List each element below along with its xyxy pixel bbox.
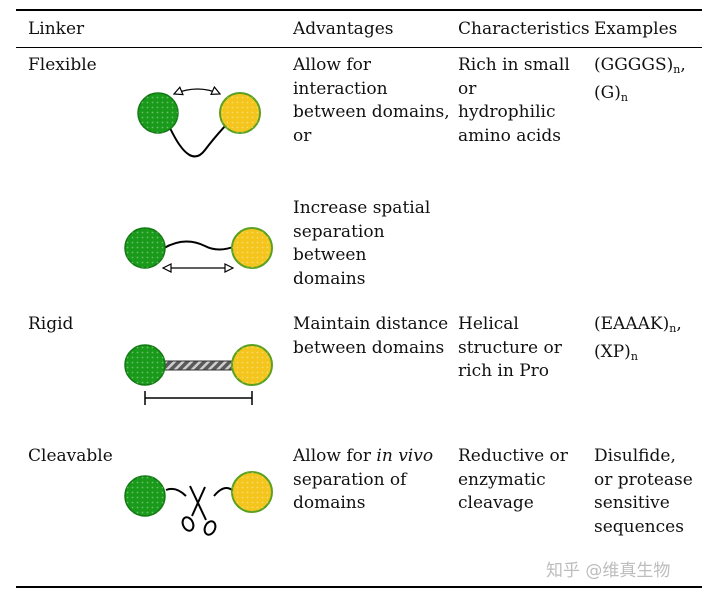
row-flexible-advantages: Allow for interaction between domains, o… [293, 55, 450, 146]
header-advantages: Advantages [293, 19, 394, 39]
watermark: 知乎 @维真生物 [546, 561, 671, 581]
row-rigid-linker: Rigid [28, 314, 74, 334]
header-linker: Linker [28, 19, 85, 39]
table-header-rule [16, 47, 702, 48]
row-cleavable-examples: Disulfide, or protease sensitive sequenc… [594, 446, 693, 537]
row-flexible2-advantages: Increase spatial separation between doma… [293, 198, 431, 289]
row-cleavable-advantages: Allow for in vivo separation of domains [293, 446, 434, 513]
flexible-separation-diagram [124, 227, 273, 268]
rigid-diagram [124, 344, 273, 405]
table-bottom-rule [16, 586, 702, 588]
row-rigid-advantages: Maintain distance between domains [293, 314, 449, 358]
table-top-rule [16, 9, 702, 11]
scissors-icon [181, 485, 217, 536]
row-flexible-examples: (GGGGS)n, (G)n [594, 55, 686, 104]
row-cleavable-characteristics: Reductive or enzymatic cleavage [458, 446, 568, 513]
row-flexible-linker: Flexible [28, 55, 97, 75]
header-examples: Examples [594, 19, 678, 39]
flexible-interaction-diagram [137, 89, 261, 158]
row-flexible-characteristics: Rich in small or hydrophilic amino acids [458, 55, 570, 146]
cleavable-diagram [124, 471, 273, 536]
header-characteristics: Characteristics [458, 19, 590, 39]
row-rigid-characteristics: Helical structure or rich in Pro [458, 314, 562, 381]
row-cleavable-linker: Cleavable [28, 446, 113, 466]
row-rigid-examples: (EAAAK)n, (XP)n [594, 314, 682, 363]
